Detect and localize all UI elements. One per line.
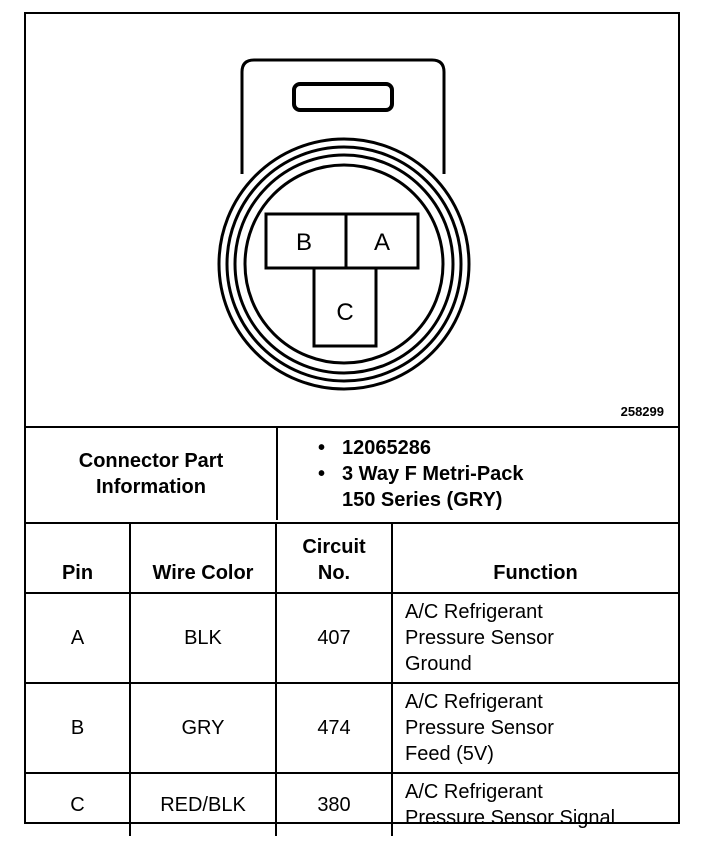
wire-color-cell: BLK — [129, 592, 277, 684]
connector-part-info-label-line1: Connector Part — [78, 450, 224, 472]
connector-ring-2 — [225, 145, 463, 383]
connector-type-line2: 150 Series (GRY) — [342, 489, 503, 511]
connector-latch-tab — [240, 58, 446, 174]
function-cell: A/C Refrigerant Pressure Sensor Ground — [391, 592, 678, 684]
function-line: Feed (5V) — [405, 743, 494, 765]
connector-part-info: Connector Part Information 12065286 3 Wa… — [26, 426, 678, 520]
function-line: A/C Refrigerant — [405, 781, 543, 803]
part-number: 12065286 — [318, 435, 678, 461]
function-line: Ground — [405, 653, 472, 675]
function-cell: A/C Refrigerant Pressure Sensor Feed (5V… — [391, 682, 678, 774]
pin-cell: C — [26, 772, 131, 836]
wire-color-cell: GRY — [129, 682, 277, 774]
header-circuit-no: Circuit No. — [275, 522, 393, 594]
header-wire-color: Wire Color — [129, 522, 277, 594]
connector-type: 3 Way F Metri-Pack 150 Series (GRY) — [318, 461, 678, 513]
connector-part-info-label: Connector Part Information — [26, 426, 277, 520]
header-circuit-line1: Circuit — [302, 536, 366, 558]
function-cell: A/C Refrigerant Pressure Sensor Signal — [391, 772, 678, 836]
function-line: Pressure Sensor Signal — [405, 807, 616, 829]
table-row: A BLK 407 A/C Refrigerant Pressure Senso… — [26, 592, 678, 684]
header-circuit-line2: No. — [317, 562, 351, 584]
pin-cavity-a — [344, 212, 420, 270]
function-line: Pressure Sensor — [405, 717, 554, 739]
connector-face-drawing: B A C — [217, 58, 471, 391]
table-row: C RED/BLK 380 A/C Refrigerant Pressure S… — [26, 772, 678, 836]
connector-ring-3 — [233, 153, 455, 375]
pin-table: Pin Wire Color Circuit No. Function A BL… — [26, 522, 678, 836]
connector-sheet: B A C 258299 Connector Part Information … — [24, 12, 680, 836]
pin-table-header-row: Pin Wire Color Circuit No. Function — [26, 522, 678, 594]
function-line: A/C Refrigerant — [405, 691, 543, 713]
header-pin: Pin — [26, 522, 131, 594]
circuit-cell: 474 — [275, 682, 393, 774]
circuit-cell: 380 — [275, 772, 393, 836]
latch-slot — [292, 82, 394, 112]
pin-label-c: C — [336, 299, 353, 326]
pin-cavity-c — [312, 266, 378, 348]
pin-label-b: B — [296, 229, 312, 256]
table-row: B GRY 474 A/C Refrigerant Pressure Senso… — [26, 682, 678, 774]
connector-type-line1: 3 Way F Metri-Pack — [342, 463, 524, 485]
header-function: Function — [391, 522, 678, 594]
pin-cavity-b — [264, 212, 348, 270]
pin-cell: A — [26, 592, 131, 684]
connector-inner-ring — [243, 163, 445, 365]
function-line: Pressure Sensor — [405, 627, 554, 649]
connector-part-info-label-line2: Information — [96, 476, 206, 498]
figure-id: 258299 — [620, 404, 664, 419]
pin-label-a: A — [374, 229, 390, 256]
circuit-cell: 407 — [275, 592, 393, 684]
wire-color-cell: RED/BLK — [129, 772, 277, 836]
function-line: A/C Refrigerant — [405, 601, 543, 623]
pin-cell: B — [26, 682, 131, 774]
connector-part-info-values: 12065286 3 Way F Metri-Pack 150 Series (… — [276, 426, 678, 520]
connector-illustration: B A C 258299 — [26, 14, 678, 426]
